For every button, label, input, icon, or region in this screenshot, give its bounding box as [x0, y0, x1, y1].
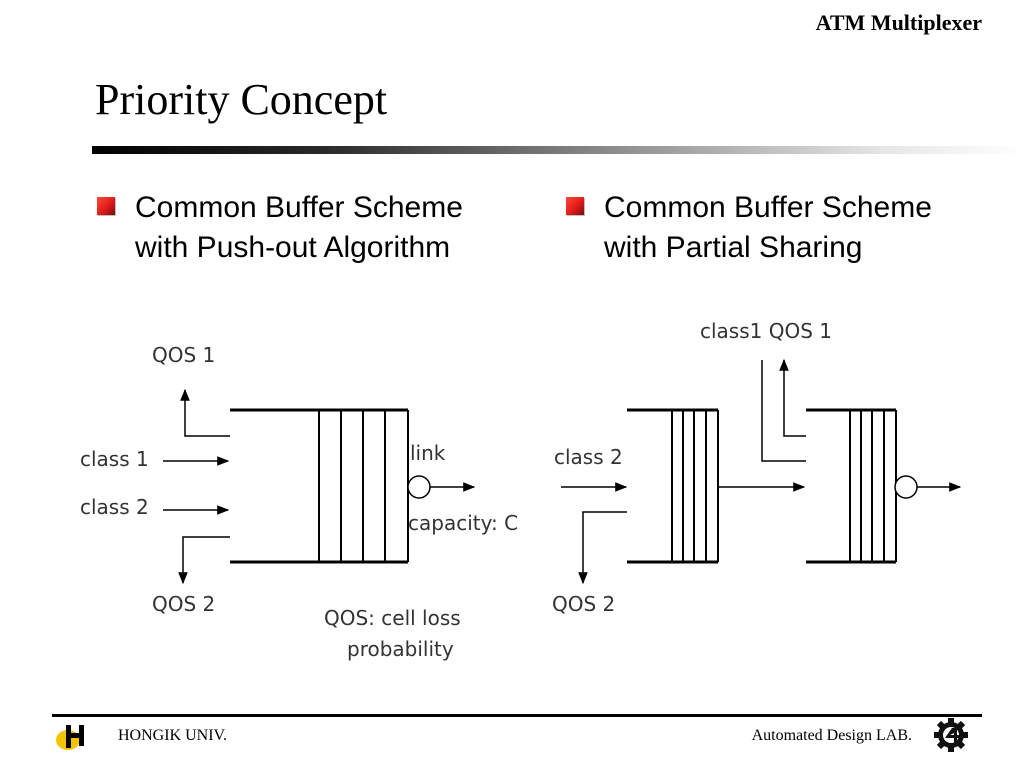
server-circle: [407, 475, 431, 499]
label-class2: class 2: [80, 495, 149, 519]
push-out-diagram: QOS 1 class 1 class 2 QOS 2 link capacit…: [80, 343, 518, 661]
hongik-h-logo-icon: [56, 725, 84, 750]
bullet-partial-sharing-line2: with Partial Sharing: [604, 231, 863, 264]
label-class2-right: class 2: [554, 445, 623, 469]
label-qos1: QOS 1: [152, 343, 215, 367]
label-link: link: [410, 441, 446, 465]
red-square-bullet-icon: [566, 197, 584, 215]
label-class1: class 1: [80, 447, 149, 471]
header-title: ATM Multiplexer: [815, 10, 982, 35]
gear-four-logo-icon: [934, 718, 968, 752]
slide-title: Priority Concept: [95, 75, 388, 124]
footer-university: HONGIK UNIV.: [118, 727, 228, 744]
bullet-partial-sharing-line1: Common Buffer Scheme: [604, 191, 932, 224]
class1-input-path: [761, 360, 806, 462]
red-square-bullet-icon: [97, 197, 115, 215]
label-qos2: QOS 2: [152, 592, 215, 616]
note-line1: QOS: cell loss: [324, 606, 461, 630]
title-divider: [92, 146, 1024, 154]
label-capacity: capacity: C: [408, 511, 518, 535]
arrow-qos2-down: [178, 536, 230, 585]
bullet-push-out: Common Buffer Scheme with Push-out Algor…: [97, 188, 463, 268]
partial-sharing-diagram: class1 QOS 1 class 2 QOS 2: [552, 319, 962, 616]
note-line2: probability: [347, 637, 454, 661]
arrow-qos1-up: [779, 358, 806, 437]
bullet-partial-sharing: Common Buffer Scheme with Partial Sharin…: [566, 188, 932, 268]
label-qos2-right: QOS 2: [552, 592, 615, 616]
footer-divider: [52, 714, 982, 717]
arrow-qos1-up: [180, 388, 230, 437]
footer-lab: Automated Design LAB.: [751, 727, 912, 744]
bullet-push-out-line1: Common Buffer Scheme: [135, 191, 463, 224]
server-circle-right: [894, 475, 918, 499]
arrow-qos2-down: [578, 511, 627, 585]
bullet-push-out-line2: with Push-out Algorithm: [135, 231, 451, 264]
label-class1-qos1: class1 QOS 1: [700, 319, 832, 343]
